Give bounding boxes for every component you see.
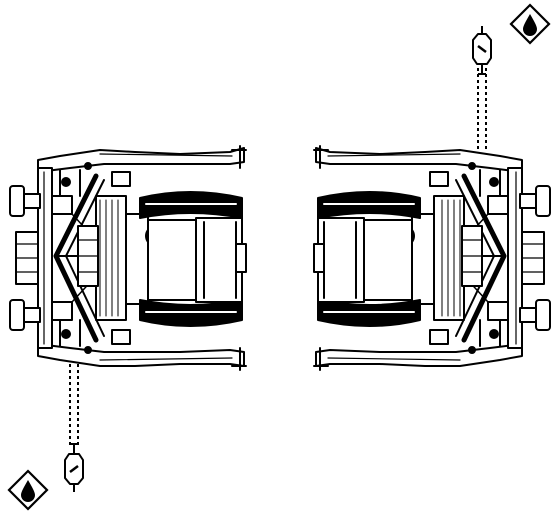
oil-drop-warning-icon bbox=[509, 3, 551, 45]
left-lubrication-line bbox=[7, 364, 85, 511]
right-lubrication-line bbox=[471, 3, 551, 152]
lubrication-fitting-icon bbox=[63, 442, 85, 494]
lubrication-fitting-icon bbox=[471, 24, 493, 76]
oil-drop-warning-icon bbox=[7, 469, 49, 511]
right-bogie-assembly bbox=[314, 146, 550, 370]
left-bogie-assembly bbox=[10, 146, 246, 370]
